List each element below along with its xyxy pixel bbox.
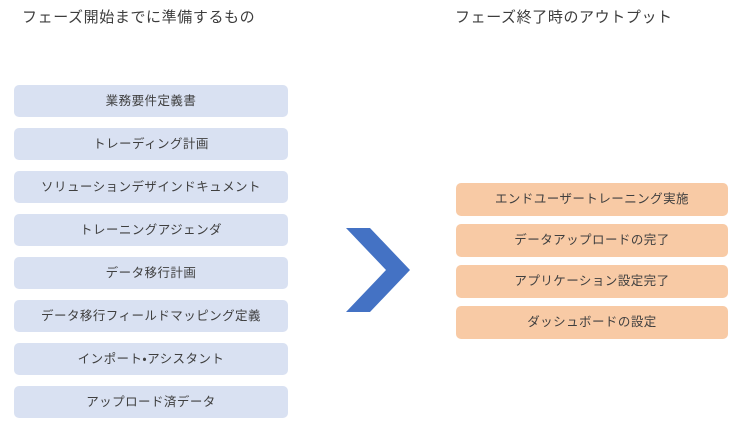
right-column-heading: フェーズ終了時のアウトプット: [455, 9, 673, 26]
inputs-column: 業務要件定義書 トレーディング計画 ソリューションデザインドキュメント トレーニ…: [14, 85, 288, 418]
input-item-box[interactable]: ソリューションデザインドキュメント: [14, 171, 288, 203]
left-column-heading: フェーズ開始までに準備するもの: [22, 9, 256, 26]
outputs-column: エンドユーザートレーニング実施 データアップロードの完了 アプリケーション設定完…: [456, 183, 728, 339]
output-item-box[interactable]: アプリケーション設定完了: [456, 265, 728, 298]
output-item-box[interactable]: データアップロードの完了: [456, 224, 728, 257]
input-item-box[interactable]: データ移行計画: [14, 257, 288, 289]
input-item-box[interactable]: トレーニングアジェンダ: [14, 214, 288, 246]
input-item-box[interactable]: 業務要件定義書: [14, 85, 288, 117]
output-item-box[interactable]: ダッシュボードの設定: [456, 306, 728, 339]
input-item-box[interactable]: アップロード済データ: [14, 386, 288, 418]
input-item-box[interactable]: トレーディング計画: [14, 128, 288, 160]
input-item-box[interactable]: データ移行フィールドマッピング定義: [14, 300, 288, 332]
chevron-right-arrow-icon: [344, 227, 412, 313]
input-item-box[interactable]: インポート・アシスタント: [14, 343, 288, 375]
output-item-box[interactable]: エンドユーザートレーニング実施: [456, 183, 728, 216]
